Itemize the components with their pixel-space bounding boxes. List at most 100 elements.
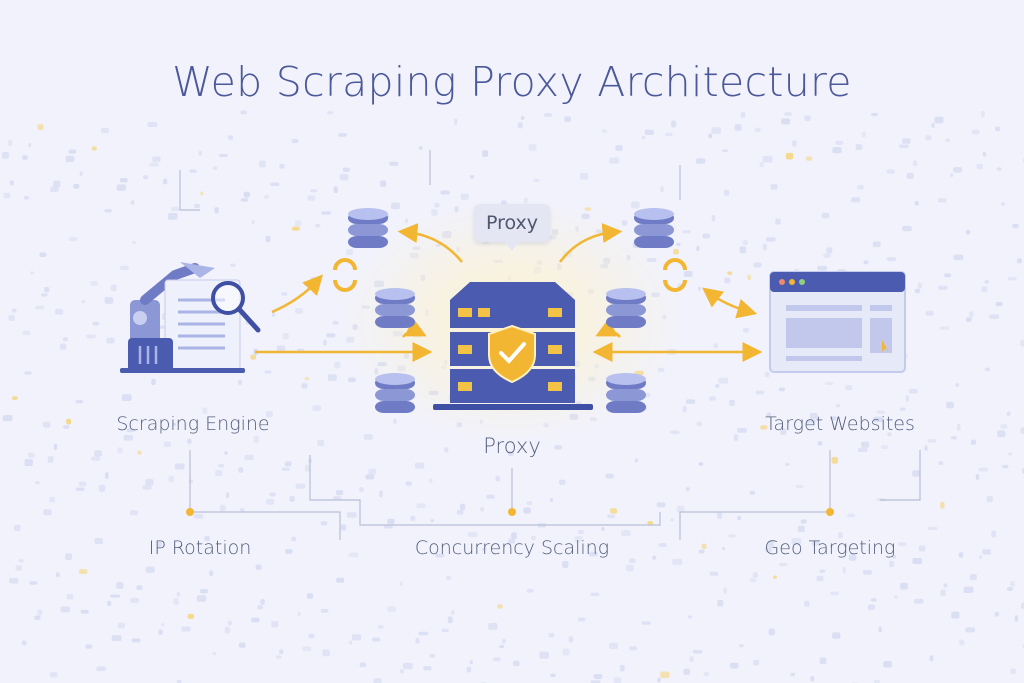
target-website-browser-icon bbox=[769, 271, 906, 373]
background-dot bbox=[687, 615, 693, 619]
background-dot bbox=[346, 249, 354, 256]
background-dot bbox=[1, 151, 9, 159]
background-dot bbox=[685, 399, 696, 404]
background-dot bbox=[214, 207, 219, 214]
background-dot bbox=[456, 509, 464, 515]
background-dot bbox=[978, 467, 988, 472]
background-dot bbox=[965, 229, 971, 235]
background-dot bbox=[204, 535, 210, 542]
background-dot bbox=[428, 478, 433, 483]
background-dot bbox=[615, 145, 623, 151]
background-dot bbox=[762, 155, 773, 163]
background-dot bbox=[881, 444, 889, 449]
background-dot bbox=[873, 416, 884, 423]
background-dot bbox=[266, 411, 273, 418]
background-dot bbox=[238, 642, 246, 648]
background-dot bbox=[765, 237, 776, 242]
background-dot bbox=[709, 396, 716, 401]
background-dot bbox=[805, 156, 813, 161]
background-dot bbox=[722, 149, 728, 153]
background-dot bbox=[447, 616, 453, 624]
background-dot bbox=[41, 293, 48, 297]
background-dot bbox=[544, 113, 553, 117]
background-dot bbox=[773, 575, 777, 580]
background-dot bbox=[301, 383, 308, 389]
background-dot bbox=[275, 655, 282, 659]
background-dot bbox=[132, 240, 136, 245]
background-dot bbox=[832, 147, 842, 154]
background-dot bbox=[393, 418, 397, 424]
background-dot bbox=[152, 156, 161, 163]
background-dot bbox=[548, 632, 555, 638]
background-dot bbox=[837, 532, 843, 539]
background-dot bbox=[670, 430, 680, 434]
background-dot bbox=[718, 377, 729, 384]
background-dot bbox=[8, 139, 13, 146]
background-dot bbox=[672, 558, 683, 565]
background-dot bbox=[531, 535, 536, 541]
background-dot bbox=[906, 172, 914, 179]
background-dot bbox=[717, 600, 724, 607]
background-dot bbox=[568, 636, 574, 643]
background-dot bbox=[161, 623, 165, 627]
background-dot bbox=[937, 198, 947, 203]
background-dot bbox=[800, 519, 807, 524]
background-dot bbox=[387, 606, 396, 612]
background-dot bbox=[950, 436, 958, 440]
background-dot bbox=[250, 354, 256, 360]
background-dot bbox=[284, 549, 293, 554]
background-dot bbox=[136, 585, 143, 591]
background-dot bbox=[429, 653, 436, 658]
background-dot bbox=[717, 512, 723, 520]
background-dot bbox=[492, 657, 501, 661]
background-dot bbox=[817, 441, 823, 446]
background-dot bbox=[44, 287, 50, 293]
background-dot bbox=[943, 583, 948, 588]
background-dot bbox=[867, 604, 876, 610]
background-dot bbox=[198, 150, 202, 156]
background-dot bbox=[90, 281, 98, 286]
background-dot bbox=[50, 186, 59, 192]
background-dot bbox=[564, 116, 572, 123]
background-dot bbox=[29, 581, 38, 585]
background-dot bbox=[780, 428, 787, 435]
background-dot bbox=[723, 189, 730, 196]
background-dot bbox=[270, 182, 280, 186]
background-dot bbox=[91, 146, 97, 151]
background-dot bbox=[683, 270, 693, 277]
background-dot bbox=[415, 637, 420, 644]
background-dot bbox=[55, 572, 60, 578]
background-dot bbox=[994, 611, 1000, 617]
background-dot bbox=[755, 390, 765, 395]
background-dot bbox=[821, 212, 830, 219]
background-dot bbox=[829, 416, 837, 421]
background-dot bbox=[831, 457, 838, 464]
background-dot bbox=[872, 241, 881, 248]
background-dot bbox=[263, 195, 269, 199]
background-dot bbox=[697, 286, 702, 291]
background-dot bbox=[410, 515, 416, 521]
database-icon bbox=[375, 288, 415, 328]
background-dot bbox=[423, 666, 432, 671]
background-dot bbox=[955, 383, 960, 388]
background-dot bbox=[629, 646, 637, 651]
background-dot bbox=[671, 120, 677, 128]
background-dot bbox=[517, 122, 523, 129]
background-dot bbox=[898, 144, 909, 149]
background-dot bbox=[796, 484, 804, 489]
background-dot bbox=[825, 381, 834, 385]
background-dot bbox=[940, 589, 946, 597]
background-dot bbox=[980, 110, 985, 118]
background-dot bbox=[593, 674, 603, 680]
scraping-engine-icon bbox=[120, 262, 261, 373]
background-dot bbox=[13, 524, 21, 532]
background-dot bbox=[304, 377, 310, 381]
background-dot bbox=[173, 422, 177, 426]
background-dot bbox=[900, 582, 908, 590]
rotate-icon bbox=[333, 258, 357, 292]
background-dot bbox=[609, 157, 620, 164]
background-dot bbox=[145, 478, 154, 486]
geo-targeting-label: Geo Targeting bbox=[764, 537, 896, 559]
background-dot bbox=[65, 553, 72, 560]
background-dot bbox=[634, 458, 638, 463]
